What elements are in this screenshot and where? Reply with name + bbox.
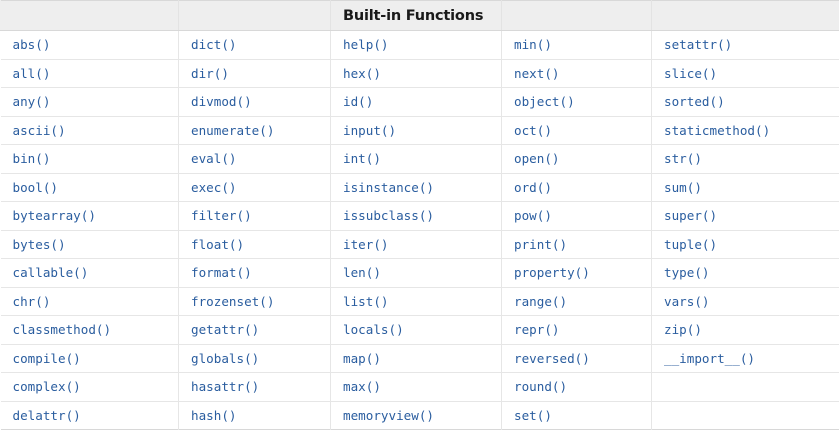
function-name-cell[interactable]: globals() [179, 344, 331, 373]
function-name-cell[interactable]: all() [1, 59, 179, 88]
function-name-cell[interactable]: zip() [652, 316, 839, 345]
function-name-cell[interactable]: __import__() [652, 344, 839, 373]
function-name-cell[interactable]: property() [502, 259, 652, 288]
function-name-cell[interactable]: oct() [502, 116, 652, 145]
function-name-cell[interactable]: int() [331, 145, 502, 174]
function-name-cell[interactable]: eval() [179, 145, 331, 174]
function-name-cell[interactable]: memoryview() [331, 401, 502, 430]
function-name-cell[interactable]: range() [502, 287, 652, 316]
header-cell-2 [179, 1, 331, 31]
table-header-row: Built-in Functions [1, 1, 839, 31]
function-name-cell[interactable]: any() [1, 88, 179, 117]
function-name-cell[interactable]: next() [502, 59, 652, 88]
function-name-cell[interactable]: complex() [1, 373, 179, 402]
table-row: bool()exec()isinstance()ord()sum() [1, 173, 839, 202]
table-row: any()divmod()id()object()sorted() [1, 88, 839, 117]
function-name-cell[interactable]: getattr() [179, 316, 331, 345]
function-name-cell[interactable]: list() [331, 287, 502, 316]
table-body: abs()dict()help()min()setattr()all()dir(… [1, 31, 839, 430]
function-name-cell[interactable]: vars() [652, 287, 839, 316]
function-name-cell[interactable]: slice() [652, 59, 839, 88]
function-name-cell[interactable]: locals() [331, 316, 502, 345]
function-name-cell[interactable]: isinstance() [331, 173, 502, 202]
function-name-cell[interactable]: id() [331, 88, 502, 117]
function-name-cell[interactable]: open() [502, 145, 652, 174]
function-name-cell[interactable]: ord() [502, 173, 652, 202]
function-name-cell[interactable]: filter() [179, 202, 331, 231]
table-row: classmethod()getattr()locals()repr()zip(… [1, 316, 839, 345]
function-name-cell[interactable]: max() [331, 373, 502, 402]
function-name-cell[interactable]: staticmethod() [652, 116, 839, 145]
table-row: bytes()float()iter()print()tuple() [1, 230, 839, 259]
function-name-cell[interactable]: divmod() [179, 88, 331, 117]
function-name-cell[interactable]: hash() [179, 401, 331, 430]
function-name-cell[interactable]: callable() [1, 259, 179, 288]
function-name-cell[interactable]: bool() [1, 173, 179, 202]
table-header: Built-in Functions [1, 1, 839, 31]
function-name-cell[interactable]: type() [652, 259, 839, 288]
function-name-cell[interactable]: dir() [179, 59, 331, 88]
function-name-cell[interactable]: iter() [331, 230, 502, 259]
function-name-cell[interactable]: help() [331, 31, 502, 60]
table-row: compile()globals()map()reversed()__impor… [1, 344, 839, 373]
function-name-cell[interactable]: object() [502, 88, 652, 117]
function-name-cell[interactable]: reversed() [502, 344, 652, 373]
function-name-cell[interactable]: bin() [1, 145, 179, 174]
table-row: bytearray()filter()issubclass()pow()supe… [1, 202, 839, 231]
function-name-cell[interactable]: len() [331, 259, 502, 288]
function-name-cell[interactable]: compile() [1, 344, 179, 373]
table-title: Built-in Functions [331, 1, 502, 31]
function-name-cell[interactable]: chr() [1, 287, 179, 316]
function-name-cell[interactable]: enumerate() [179, 116, 331, 145]
table-row: callable()format()len()property()type() [1, 259, 839, 288]
function-name-cell[interactable]: float() [179, 230, 331, 259]
function-name-cell[interactable]: hex() [331, 59, 502, 88]
function-name-cell[interactable]: bytes() [1, 230, 179, 259]
function-name-cell[interactable]: format() [179, 259, 331, 288]
header-cell-5 [652, 1, 839, 31]
function-name-cell[interactable]: tuple() [652, 230, 839, 259]
table-row: bin()eval()int()open()str() [1, 145, 839, 174]
empty-cell [652, 401, 839, 430]
header-cell-1 [1, 1, 179, 31]
table-row: ascii()enumerate()input()oct()staticmeth… [1, 116, 839, 145]
function-name-cell[interactable]: set() [502, 401, 652, 430]
function-name-cell[interactable]: frozenset() [179, 287, 331, 316]
function-name-cell[interactable]: round() [502, 373, 652, 402]
table-row: chr()frozenset()list()range()vars() [1, 287, 839, 316]
function-name-cell[interactable]: sorted() [652, 88, 839, 117]
function-name-cell[interactable]: bytearray() [1, 202, 179, 231]
function-name-cell[interactable]: abs() [1, 31, 179, 60]
function-name-cell[interactable]: exec() [179, 173, 331, 202]
function-name-cell[interactable]: super() [652, 202, 839, 231]
function-name-cell[interactable]: map() [331, 344, 502, 373]
function-name-cell[interactable]: setattr() [652, 31, 839, 60]
table-row: all()dir()hex()next()slice() [1, 59, 839, 88]
function-name-cell[interactable]: repr() [502, 316, 652, 345]
function-name-cell[interactable]: ascii() [1, 116, 179, 145]
function-name-cell[interactable]: str() [652, 145, 839, 174]
function-name-cell[interactable]: input() [331, 116, 502, 145]
table-row: complex()hasattr()max()round() [1, 373, 839, 402]
function-name-cell[interactable]: pow() [502, 202, 652, 231]
header-cell-4 [502, 1, 652, 31]
function-name-cell[interactable]: min() [502, 31, 652, 60]
table-row: abs()dict()help()min()setattr() [1, 31, 839, 60]
function-name-cell[interactable]: print() [502, 230, 652, 259]
function-name-cell[interactable]: hasattr() [179, 373, 331, 402]
function-name-cell[interactable]: sum() [652, 173, 839, 202]
function-name-cell[interactable]: classmethod() [1, 316, 179, 345]
table-row: delattr()hash()memoryview()set() [1, 401, 839, 430]
function-name-cell[interactable]: issubclass() [331, 202, 502, 231]
function-name-cell[interactable]: delattr() [1, 401, 179, 430]
empty-cell [652, 373, 839, 402]
function-name-cell[interactable]: dict() [179, 31, 331, 60]
